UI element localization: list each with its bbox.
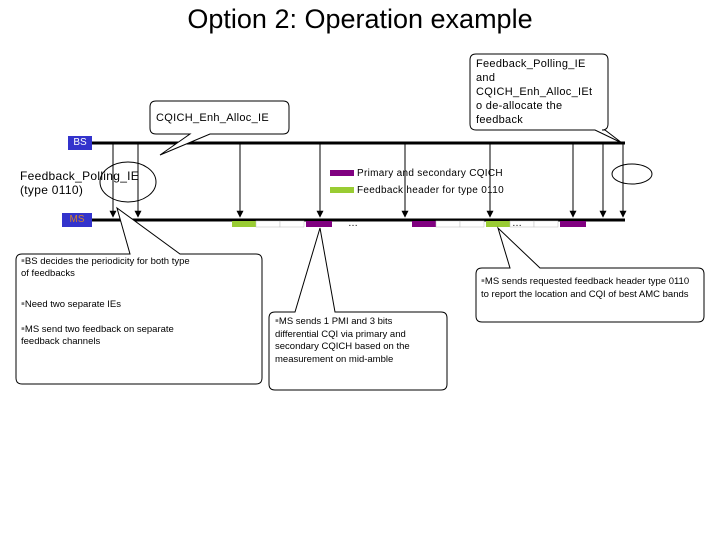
bullet-icon: ▪ — [275, 315, 279, 327]
ellipsis: … — [512, 218, 522, 229]
feedback-header-slot — [486, 221, 510, 227]
callout-bs-decides-bubble — [15, 206, 263, 385]
legend-swatch-cqich — [330, 170, 354, 176]
callout-cqich-alloc-bubble — [149, 100, 290, 156]
empty-slot — [279, 220, 305, 228]
callout-bs-decides-text: ▪BS decides the periodicity for both typ… — [21, 255, 190, 347]
bs-tag: BS — [68, 136, 92, 150]
legend-label-feedback: Feedback header for type 0110 — [357, 185, 504, 196]
empty-slot — [255, 220, 281, 228]
ms-tag: MS — [62, 213, 92, 227]
empty-slot — [533, 220, 559, 228]
bullet-icon: ▪ — [21, 323, 25, 335]
highlight-oval — [99, 161, 157, 203]
bullet-icon: ▪ — [21, 255, 25, 267]
cqich-slot — [560, 221, 586, 227]
slide-title: Option 2: Operation example — [187, 4, 533, 34]
feedback-polling-ie-label: Feedback_Polling_IE (type 0110) — [20, 169, 140, 197]
cqich-slot — [306, 221, 332, 227]
callout-ms-requested-bubble — [475, 226, 705, 323]
callout-ms-pmi-bubble — [268, 227, 448, 391]
ellipsis: … — [348, 218, 358, 229]
callout-dealloc-bubble — [469, 53, 623, 144]
bullet-icon: ▪ — [21, 298, 25, 310]
callout-ms-requested-text: ▪MS sends requested feedback header type… — [481, 275, 690, 300]
highlight-oval — [611, 163, 653, 185]
bullet-icon: ▪ — [481, 275, 485, 287]
legend-swatch-feedback — [330, 187, 354, 193]
feedback-header-slot — [232, 221, 256, 227]
empty-slot — [435, 220, 461, 228]
cqich-slot — [412, 221, 436, 227]
callout-cqich-alloc-text: CQICH_Enh_Alloc_IE — [156, 112, 270, 124]
empty-slot — [459, 220, 485, 228]
legend-label-cqich: Primary and secondary CQICH — [357, 168, 503, 179]
callout-ms-pmi-text: ▪MS sends 1 PMI and 3 bits differential … — [275, 315, 410, 365]
callout-dealloc-text: Feedback_Polling_IE and CQICH_Enh_Alloc_… — [476, 58, 593, 126]
